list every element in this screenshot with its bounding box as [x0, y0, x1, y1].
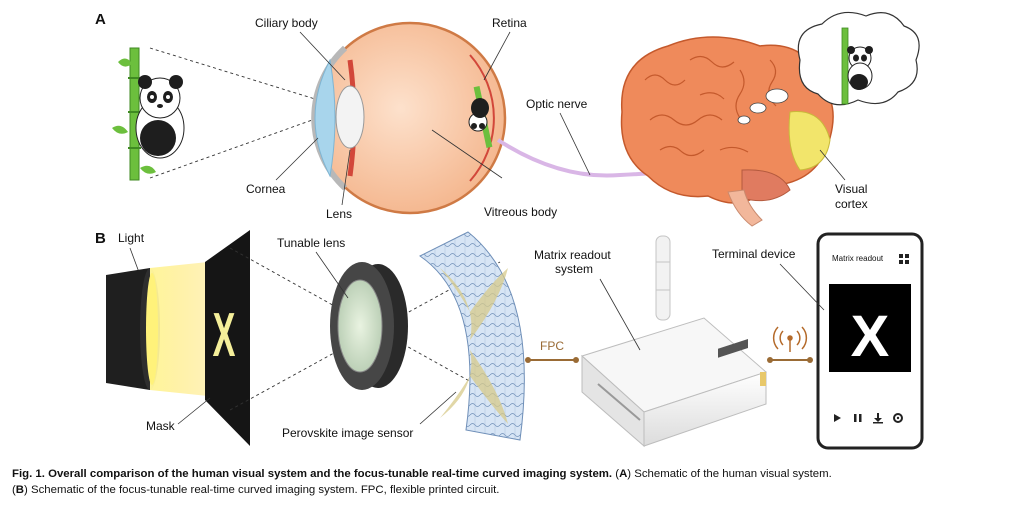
caption-line-2: (B) Schematic of the focus-tunable real-…	[12, 482, 1008, 498]
label-terminal-device: Terminal device	[712, 247, 796, 261]
retina-image	[468, 86, 493, 148]
brain	[620, 36, 834, 227]
terminal-device: Matrix readout X	[816, 232, 924, 450]
label-lens: Lens	[326, 207, 352, 221]
cornea-shape	[314, 58, 336, 178]
mask: X	[205, 230, 250, 446]
grid-icon	[899, 254, 909, 264]
caption-b-letter: B	[15, 484, 25, 496]
caption-b-text: ) Schematic of the focus-tunable real-ti…	[24, 484, 500, 496]
figure-diagram: A	[95, 11, 924, 450]
caption-a-letter: A	[619, 468, 628, 480]
matrix-readout-device	[581, 235, 767, 448]
figure-caption: Fig. 1. Overall comparison of the human …	[12, 466, 1008, 498]
caption-b-open: (	[12, 484, 16, 496]
label-visual-cortex-1: Visual	[835, 182, 867, 196]
eyeball	[311, 21, 507, 215]
wireless-signal-icon	[772, 326, 808, 352]
label-retina: Retina	[492, 16, 527, 30]
label-fpc: FPC	[540, 339, 564, 353]
pause-icon[interactable]	[854, 414, 862, 422]
phone-symbol: X	[851, 304, 890, 369]
mask-symbol: X	[213, 300, 236, 369]
label-tunable-lens: Tunable lens	[277, 236, 345, 250]
label-mask: Mask	[146, 419, 176, 433]
label-light: Light	[118, 231, 145, 245]
label-ciliary-body: Ciliary body	[255, 16, 318, 30]
caption-title: Overall comparison of the human visual s…	[48, 468, 613, 480]
caption-line-1: Fig. 1. Overall comparison of the human …	[12, 466, 1008, 482]
label-visual-cortex-2: cortex	[835, 197, 868, 211]
light-source	[106, 262, 208, 396]
phone-title: Matrix readout	[832, 254, 884, 263]
label-vitreous-body: Vitreous body	[484, 205, 557, 219]
fpc-connection	[525, 357, 579, 363]
caption-fig-number: Fig. 1.	[12, 468, 45, 480]
tunable-lens	[330, 262, 408, 390]
label-cornea: Cornea	[246, 182, 286, 196]
lens-shape	[335, 85, 365, 149]
label-matrix-readout-1: Matrix readout	[534, 248, 611, 262]
label-matrix-readout-2: system	[555, 262, 593, 276]
caption-a-text: ) Schematic of the human visual system.	[627, 468, 832, 480]
thought-cloud	[797, 11, 920, 106]
label-optic-nerve: Optic nerve	[526, 97, 588, 111]
label-perovskite-sensor: Perovskite image sensor	[282, 426, 413, 440]
gear-icon[interactable]	[893, 413, 903, 423]
phone-display	[829, 284, 911, 372]
panel-label-b: B	[95, 230, 106, 247]
play-icon[interactable]	[834, 414, 841, 422]
caption-a-open: (	[615, 468, 620, 480]
visual-cortex-shape	[788, 111, 831, 171]
perovskite-sensor	[419, 231, 525, 441]
download-icon[interactable]	[873, 413, 883, 424]
panda-object	[112, 47, 185, 181]
panel-label-a: A	[95, 11, 106, 28]
wireless-link	[767, 326, 813, 363]
